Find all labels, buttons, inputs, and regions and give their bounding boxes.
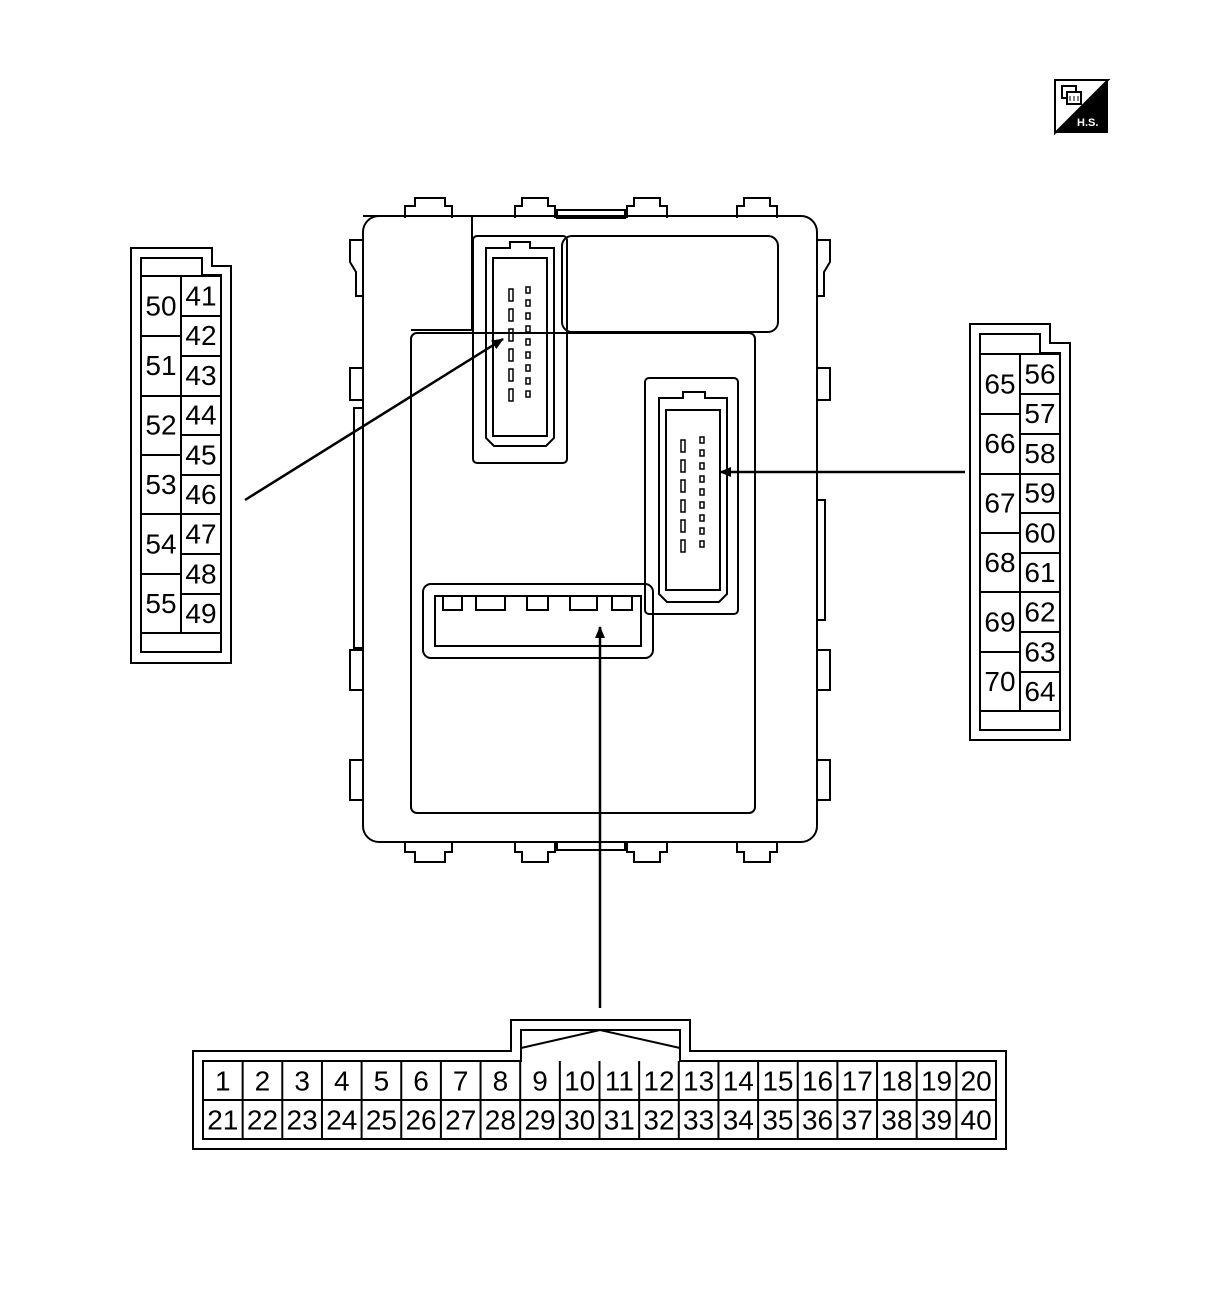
- pin-label: 55: [145, 588, 176, 619]
- pin-label: 39: [921, 1105, 952, 1136]
- pin-label: 66: [984, 428, 1015, 459]
- pin-label: 10: [564, 1066, 595, 1097]
- pin-label: 5: [374, 1066, 390, 1097]
- control-unit-body: [349, 197, 831, 863]
- pin-label: 67: [984, 488, 1015, 519]
- pin-label: 23: [287, 1105, 318, 1136]
- pin-label: 43: [185, 360, 216, 391]
- pin-label: 26: [405, 1105, 436, 1136]
- pin-label: 41: [185, 281, 216, 312]
- pin-label: 63: [1024, 636, 1055, 667]
- face-view-connector-right: [969, 323, 1071, 741]
- pin-label: 36: [802, 1105, 833, 1136]
- pin-label: 47: [185, 519, 216, 550]
- pin-label: 37: [842, 1105, 873, 1136]
- leader-arrow-left: [244, 337, 504, 502]
- pin-label: 25: [366, 1105, 397, 1136]
- pin-label: 51: [145, 350, 176, 381]
- pin-label: 22: [247, 1105, 278, 1136]
- pin-label: 65: [984, 369, 1015, 400]
- pin-label: 29: [524, 1105, 555, 1136]
- pin-label: 1: [215, 1066, 231, 1097]
- pin-label: 45: [185, 439, 216, 470]
- pin-label: 54: [145, 529, 176, 560]
- pin-label: 44: [185, 400, 216, 431]
- pin-label: 64: [1024, 676, 1055, 707]
- left-inner-pins: 41 42 43 44 45 46 47 48 49: [185, 281, 216, 630]
- pin-label: 31: [604, 1105, 635, 1136]
- pin-label: 48: [185, 558, 216, 589]
- pin-label: 69: [984, 607, 1015, 638]
- bottom-bottom-row-pins: 21 22 23 24 25 26 27 28 29 30 31 32 33 34 35 36 37 38 39 40: [207, 1105, 992, 1136]
- pin-label: 19: [921, 1066, 952, 1097]
- pin-label: 40: [961, 1105, 992, 1136]
- pin-label: 12: [643, 1066, 674, 1097]
- logo-text: H.S.: [1077, 117, 1098, 129]
- harness-symbol-icon: [1061, 85, 1082, 105]
- pin-label: 49: [185, 598, 216, 629]
- pin-label: 32: [643, 1105, 674, 1136]
- pin-label: 46: [185, 479, 216, 510]
- pin-label: 18: [881, 1066, 912, 1097]
- pin-label: 7: [453, 1066, 469, 1097]
- pin-label: 30: [564, 1105, 595, 1136]
- pin-label: 52: [145, 410, 176, 441]
- pin-label: 61: [1024, 557, 1055, 588]
- pin-label: 11: [605, 1066, 634, 1097]
- left-outer-pins: 50 51 52 53 54 55: [145, 291, 176, 620]
- pin-label: 4: [334, 1066, 350, 1097]
- pin-label: 17: [842, 1066, 873, 1097]
- pin-label: 9: [532, 1066, 548, 1097]
- connector-housing-lower: [422, 583, 654, 659]
- pin-label: 3: [294, 1066, 310, 1097]
- pin-label: 16: [802, 1066, 833, 1097]
- pin-label: 20: [961, 1066, 992, 1097]
- pin-label: 60: [1024, 517, 1055, 548]
- pin-label: 50: [145, 291, 176, 322]
- pin-label: 21: [207, 1105, 238, 1136]
- pin-label: 62: [1024, 597, 1055, 628]
- face-view-connector-left: [130, 247, 232, 664]
- pin-label: 59: [1024, 478, 1055, 509]
- bottom-pin-grid-lines: [241, 1061, 958, 1139]
- pin-label: 8: [493, 1066, 509, 1097]
- connector-housing-right: [644, 377, 739, 615]
- pin-label: 58: [1024, 438, 1055, 469]
- pin-label: 34: [723, 1105, 754, 1136]
- pin-label: 38: [881, 1105, 912, 1136]
- pin-label: 42: [185, 320, 216, 351]
- pin-label: 27: [445, 1105, 476, 1136]
- pin-label: 70: [984, 666, 1015, 697]
- pin-label: 2: [255, 1066, 271, 1097]
- pin-label: 53: [145, 469, 176, 500]
- pin-label: 56: [1024, 359, 1055, 390]
- right-outer-pins: 65 66 67 68 69 70: [984, 369, 1015, 698]
- pin-label: 35: [762, 1105, 793, 1136]
- pin-label: 33: [683, 1105, 714, 1136]
- pin-label: 14: [723, 1066, 754, 1097]
- pin-label: 68: [984, 547, 1015, 578]
- harness-symbol-logo: H.S.: [1054, 79, 1111, 136]
- pin-label: 24: [326, 1105, 357, 1136]
- pin-label: 57: [1024, 398, 1055, 429]
- pin-label: 15: [762, 1066, 793, 1097]
- pin-label: 13: [683, 1066, 714, 1097]
- right-inner-pins: 56 57 58 59 60 61 62 63 64: [1024, 359, 1055, 708]
- pin-label: 28: [485, 1105, 516, 1136]
- pin-label: 6: [413, 1066, 429, 1097]
